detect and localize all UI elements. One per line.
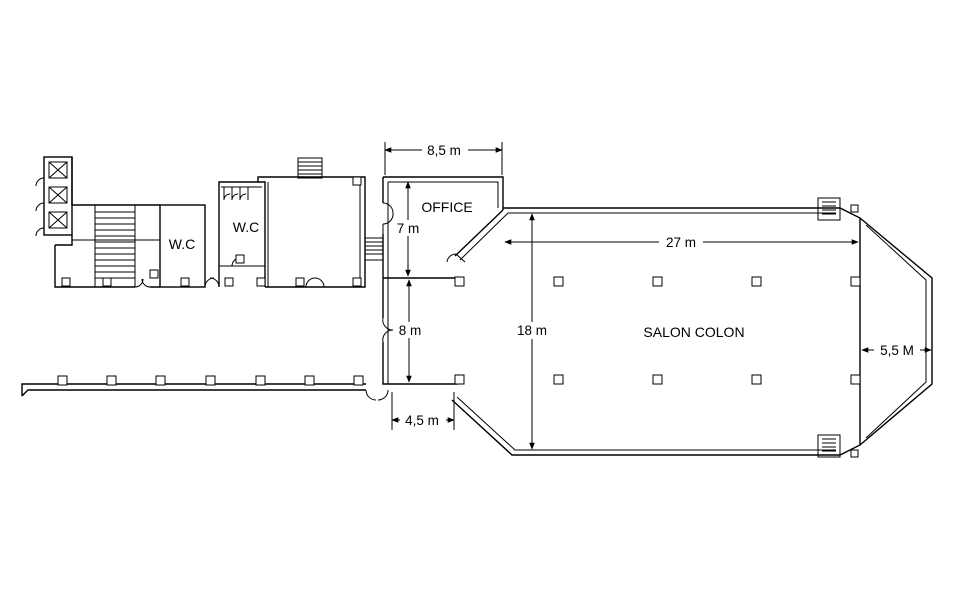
dim-office-width: 8,5 m [427, 143, 461, 158]
dim-corridor-height: 8 m [399, 323, 422, 338]
corridor-wall [21, 375, 389, 401]
elevator-shafts [35, 156, 73, 237]
office-corridor-block: OFFICE [364, 176, 504, 385]
dim-salon-length: 27 m [666, 235, 696, 250]
wc-left-label: W.C [169, 236, 195, 252]
dim-corridor-width: 4,5 m [405, 413, 439, 428]
dim-end-depth: 5,5 M [880, 343, 914, 358]
wc-left-room: W.C [159, 204, 206, 288]
stair-hall [54, 157, 160, 288]
salon-colon-hall: SALON COLON [451, 197, 933, 458]
salon-label: SALON COLON [643, 324, 744, 340]
wc-right-label: W.C [233, 219, 259, 235]
service-room [257, 157, 366, 288]
dim-salon-width: 18 m [517, 323, 547, 338]
dim-office-height: 7 m [397, 221, 420, 236]
office-label: OFFICE [421, 199, 472, 215]
dimension-lines: 8,5 m 7 m 8 m 4,5 m 27 m 18 m 5,5 M [384, 141, 932, 450]
wc-right-room: W.C [218, 181, 266, 287]
service-block: W.C W.C [35, 156, 366, 288]
